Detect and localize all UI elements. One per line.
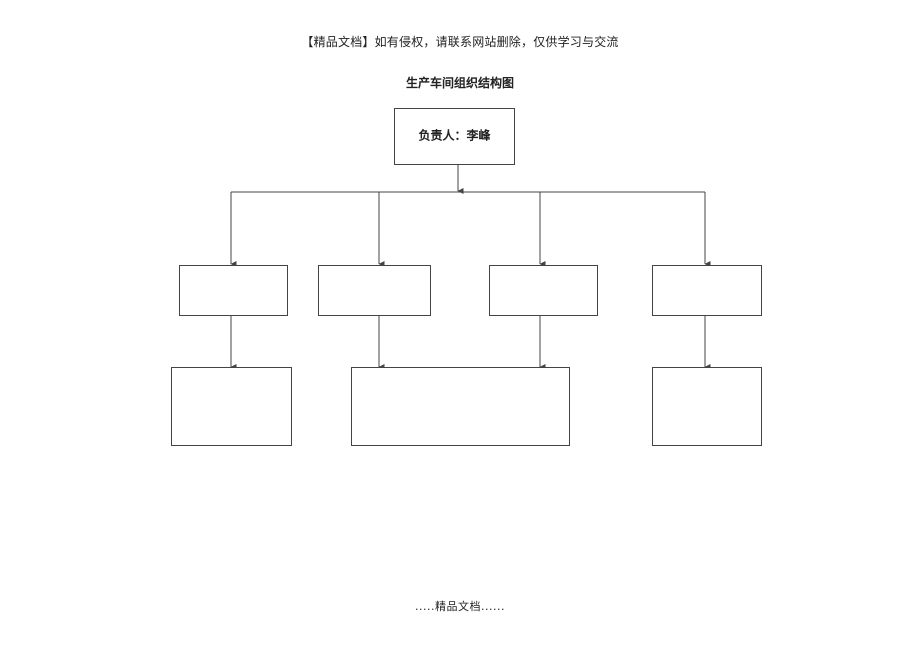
root-node-label: 负责人：李峰 [418, 128, 491, 143]
level1-node-4 [652, 265, 762, 316]
root-node: 负责人：李峰 [394, 108, 515, 165]
level2-node-1 [171, 367, 292, 446]
level1-node-3 [489, 265, 598, 316]
level2-node-3 [652, 367, 762, 446]
connectors [230, 165, 711, 370]
level1-node-1 [179, 265, 288, 316]
diagram-title: 生产车间组织结构图 [405, 76, 514, 90]
watermark-note: 【精品文档】如有侵权，请联系网站删除，仅供学习与交流 [301, 35, 619, 49]
footer-note: .....精品文档...... [415, 600, 505, 613]
level1-node-2 [318, 265, 431, 316]
level2-node-2 [351, 367, 570, 446]
